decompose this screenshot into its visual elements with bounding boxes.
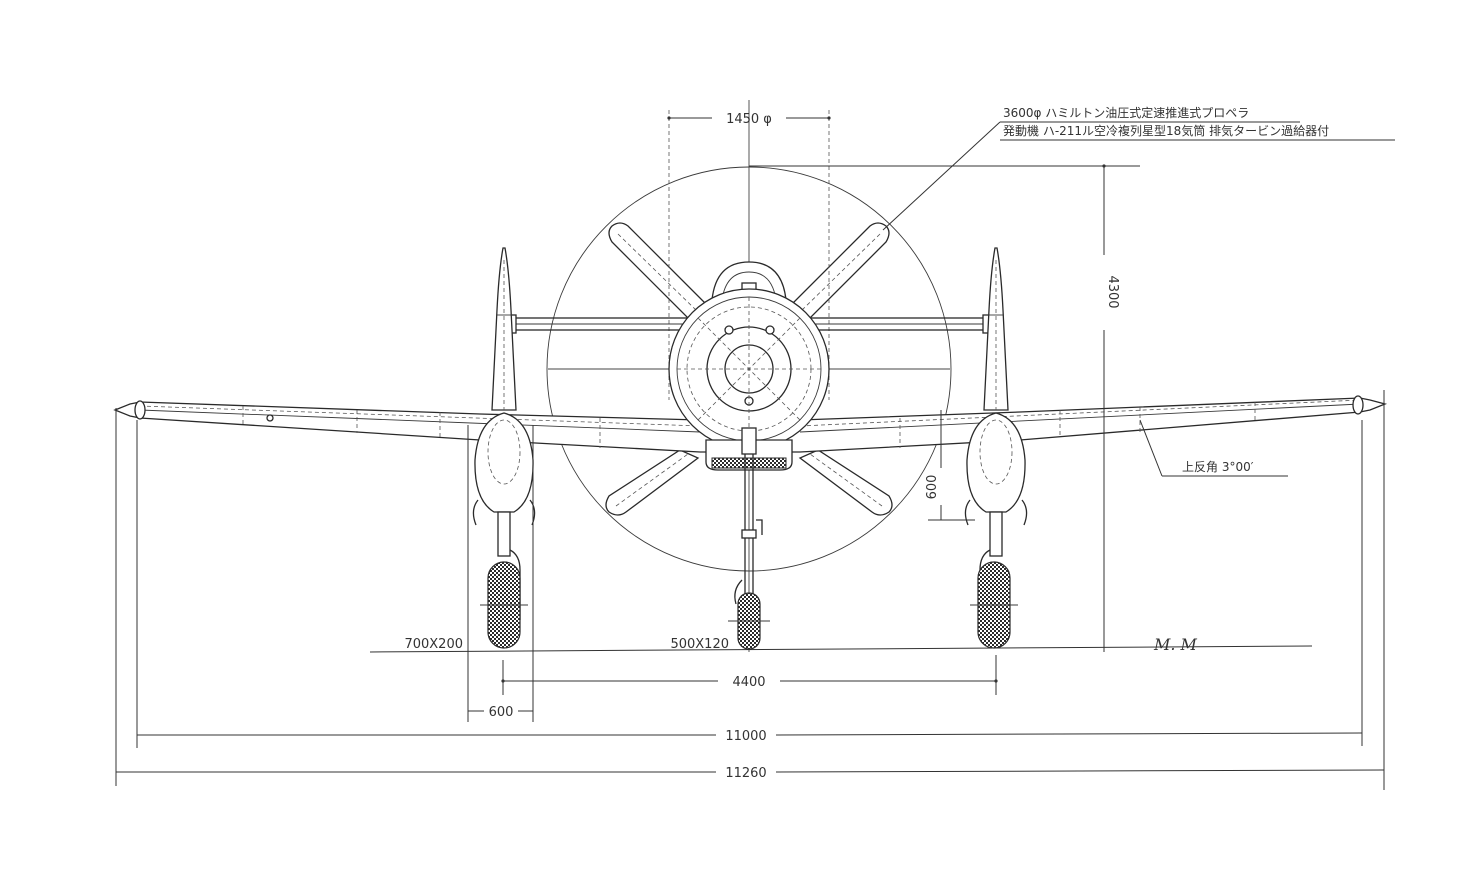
tire-offset-label: 600: [489, 705, 514, 720]
propeller-blade-lower-right: [798, 449, 893, 516]
nacelle-drop-label: 600: [925, 475, 940, 500]
dimension-span-inner: 11000: [136, 420, 1363, 748]
left-main-wheel: [480, 549, 528, 649]
dihedral-callout: 上反角 3°00′: [1139, 419, 1288, 477]
propeller-blade-upper-right: [791, 222, 890, 321]
main-tire-label: 700X200: [404, 637, 463, 652]
spinner-diameter-label: 1450 φ: [726, 112, 772, 127]
tail-wheel: [728, 592, 770, 650]
propeller-blade-lower-left: [605, 449, 700, 516]
track-label: 4400: [732, 675, 765, 690]
right-tail-boom: [964, 247, 1028, 557]
dimension-tire-offset: 600: [467, 425, 534, 722]
dimension-track: 4400: [501, 655, 998, 695]
propeller-note: 3600φ ハミルトン油圧式定速推進式プロペラ: [1003, 105, 1249, 120]
ground-line: [369, 645, 1313, 653]
fuselage-nose: [668, 261, 830, 605]
left-tail-boom: [472, 247, 536, 557]
dimension-spinner: 1450 φ: [667, 112, 831, 127]
engine-note: 発動機 ハ-211ル空冷複列星型18気筒 排気タービン過給器付: [1003, 123, 1329, 138]
tail-tire-label: 500X120: [670, 637, 729, 652]
dihedral-label: 上反角 3°00′: [1182, 460, 1254, 474]
dimension-height: 4300: [1102, 164, 1120, 652]
canopy: [711, 261, 787, 301]
left-nacelle: [472, 412, 536, 526]
notes-callout: 3600φ ハミルトン油圧式定速推進式プロペラ 発動機 ハ-211ル空冷複列星型…: [882, 105, 1395, 231]
right-main-wheel: [970, 549, 1018, 649]
height-label: 4300: [1105, 275, 1120, 308]
span-overall-label: 11260: [725, 766, 766, 781]
propeller-blade-upper-left: [608, 222, 707, 321]
centerlines: [548, 100, 1140, 652]
signature: M. M: [1153, 635, 1198, 654]
dimension-nacelle-drop: 600: [925, 410, 975, 521]
dimension-span-overall: 11260: [115, 390, 1385, 790]
right-nacelle: [964, 412, 1028, 526]
span-inner-label: 11000: [725, 729, 766, 744]
